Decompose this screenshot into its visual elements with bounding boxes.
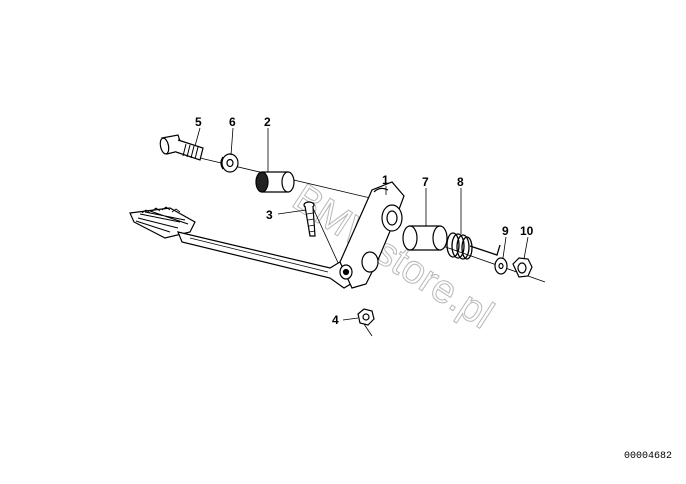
part-5-bolt: [159, 134, 204, 161]
callout-6: 6: [229, 115, 236, 129]
part-4-nut: [357, 308, 375, 326]
callout-8: 8: [457, 175, 464, 189]
part-9-washer: [494, 257, 508, 275]
callout-10: 10: [520, 224, 534, 238]
callouts: 5 6 2 1 7 8 3 9 10 4: [195, 115, 534, 327]
part-6-washer: [220, 153, 239, 173]
part-2-bushing: [255, 171, 295, 193]
callout-7: 7: [422, 175, 429, 189]
part-3-screw: [303, 201, 316, 237]
callout-1: 1: [382, 173, 389, 187]
callout-9: 9: [502, 224, 509, 238]
part-8-spring: [446, 232, 501, 260]
part-1-pedal-lever: [129, 181, 405, 289]
leader-lines: [194, 127, 529, 321]
part-10-nut: [512, 257, 533, 278]
reference-code: 00004682: [623, 451, 672, 462]
callout-3: 3: [266, 208, 273, 222]
callout-4: 4: [332, 313, 339, 327]
callout-2: 2: [264, 115, 271, 129]
part-7-sleeve: [402, 225, 448, 251]
callout-5: 5: [195, 115, 202, 129]
